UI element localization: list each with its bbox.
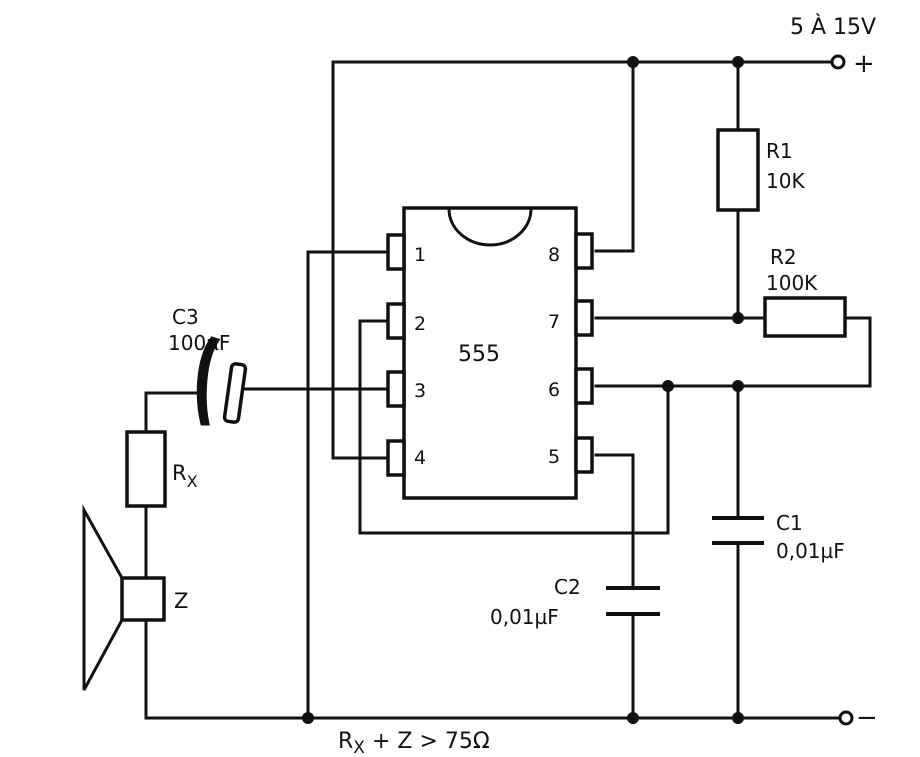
wire-c3-rx [144, 391, 201, 434]
c2-value: 0,01µF [490, 605, 559, 629]
capacitor-c3-plate-curved [196, 336, 221, 426]
wire-pin1-ground [306, 250, 392, 720]
terminal-negative [838, 710, 854, 726]
junction-dot [732, 712, 744, 724]
r2-value: 100K [766, 271, 818, 295]
impedance-formula: RX + Z > 75Ω [338, 729, 490, 757]
ic-pin-1 [386, 233, 406, 271]
junction-dot [732, 380, 744, 392]
r2-name: R2 [770, 245, 797, 269]
ic-label: 555 [458, 342, 500, 367]
speaker-magnet-z [120, 576, 166, 622]
ic-555-body [402, 206, 578, 500]
c1-value: 0,01µF [776, 539, 845, 563]
pin-number-2: 2 [414, 313, 426, 335]
junction-dot [627, 712, 639, 724]
junction-dot [732, 312, 744, 324]
ic-pin-8 [574, 232, 594, 270]
c3-value: 100µF [168, 331, 230, 355]
ic-notch [447, 207, 533, 247]
ic-pin-6 [574, 367, 594, 405]
supply-voltage-label: 5 À 15V [790, 14, 876, 40]
c3-name: C3 [172, 305, 199, 329]
junction-dot [302, 712, 314, 724]
plus-sign: + [853, 49, 875, 79]
pin-number-6: 6 [548, 379, 560, 401]
junction-dot [732, 56, 744, 68]
r1-value: 10K [766, 169, 805, 193]
terminal-positive [830, 54, 846, 70]
ic-pin-3 [386, 370, 406, 408]
resistor-r2 [763, 296, 847, 338]
z-name: Z [174, 589, 188, 613]
pin-number-3: 3 [414, 380, 426, 402]
pin-number-5: 5 [548, 446, 560, 468]
minus-sign: − [856, 703, 878, 733]
resistor-r1 [716, 128, 760, 212]
junction-dot [662, 380, 674, 392]
ic-pin-7 [574, 299, 594, 337]
ic-pin-5 [574, 436, 594, 474]
wire-vcc-pin4 [331, 60, 392, 460]
wire-pin5-c2 [594, 453, 635, 720]
r1-name: R1 [766, 139, 793, 163]
rx-name: RX [172, 461, 198, 491]
wire-pin2-pin6 [358, 319, 670, 535]
capacitor-c3-plate-straight [222, 362, 248, 424]
pin-number-7: 7 [548, 311, 560, 333]
pin-number-1: 1 [414, 244, 426, 266]
c2-name: C2 [554, 575, 581, 599]
pin-number-8: 8 [548, 244, 560, 266]
junction-dot [627, 56, 639, 68]
ic-pin-2 [386, 302, 406, 340]
wire-pin8-vcc [594, 60, 635, 253]
c1-name: C1 [776, 511, 803, 535]
speaker-icon [82, 504, 125, 691]
resistor-rx [125, 430, 167, 508]
ic-pin-4 [386, 439, 406, 477]
pin-number-4: 4 [414, 447, 426, 469]
